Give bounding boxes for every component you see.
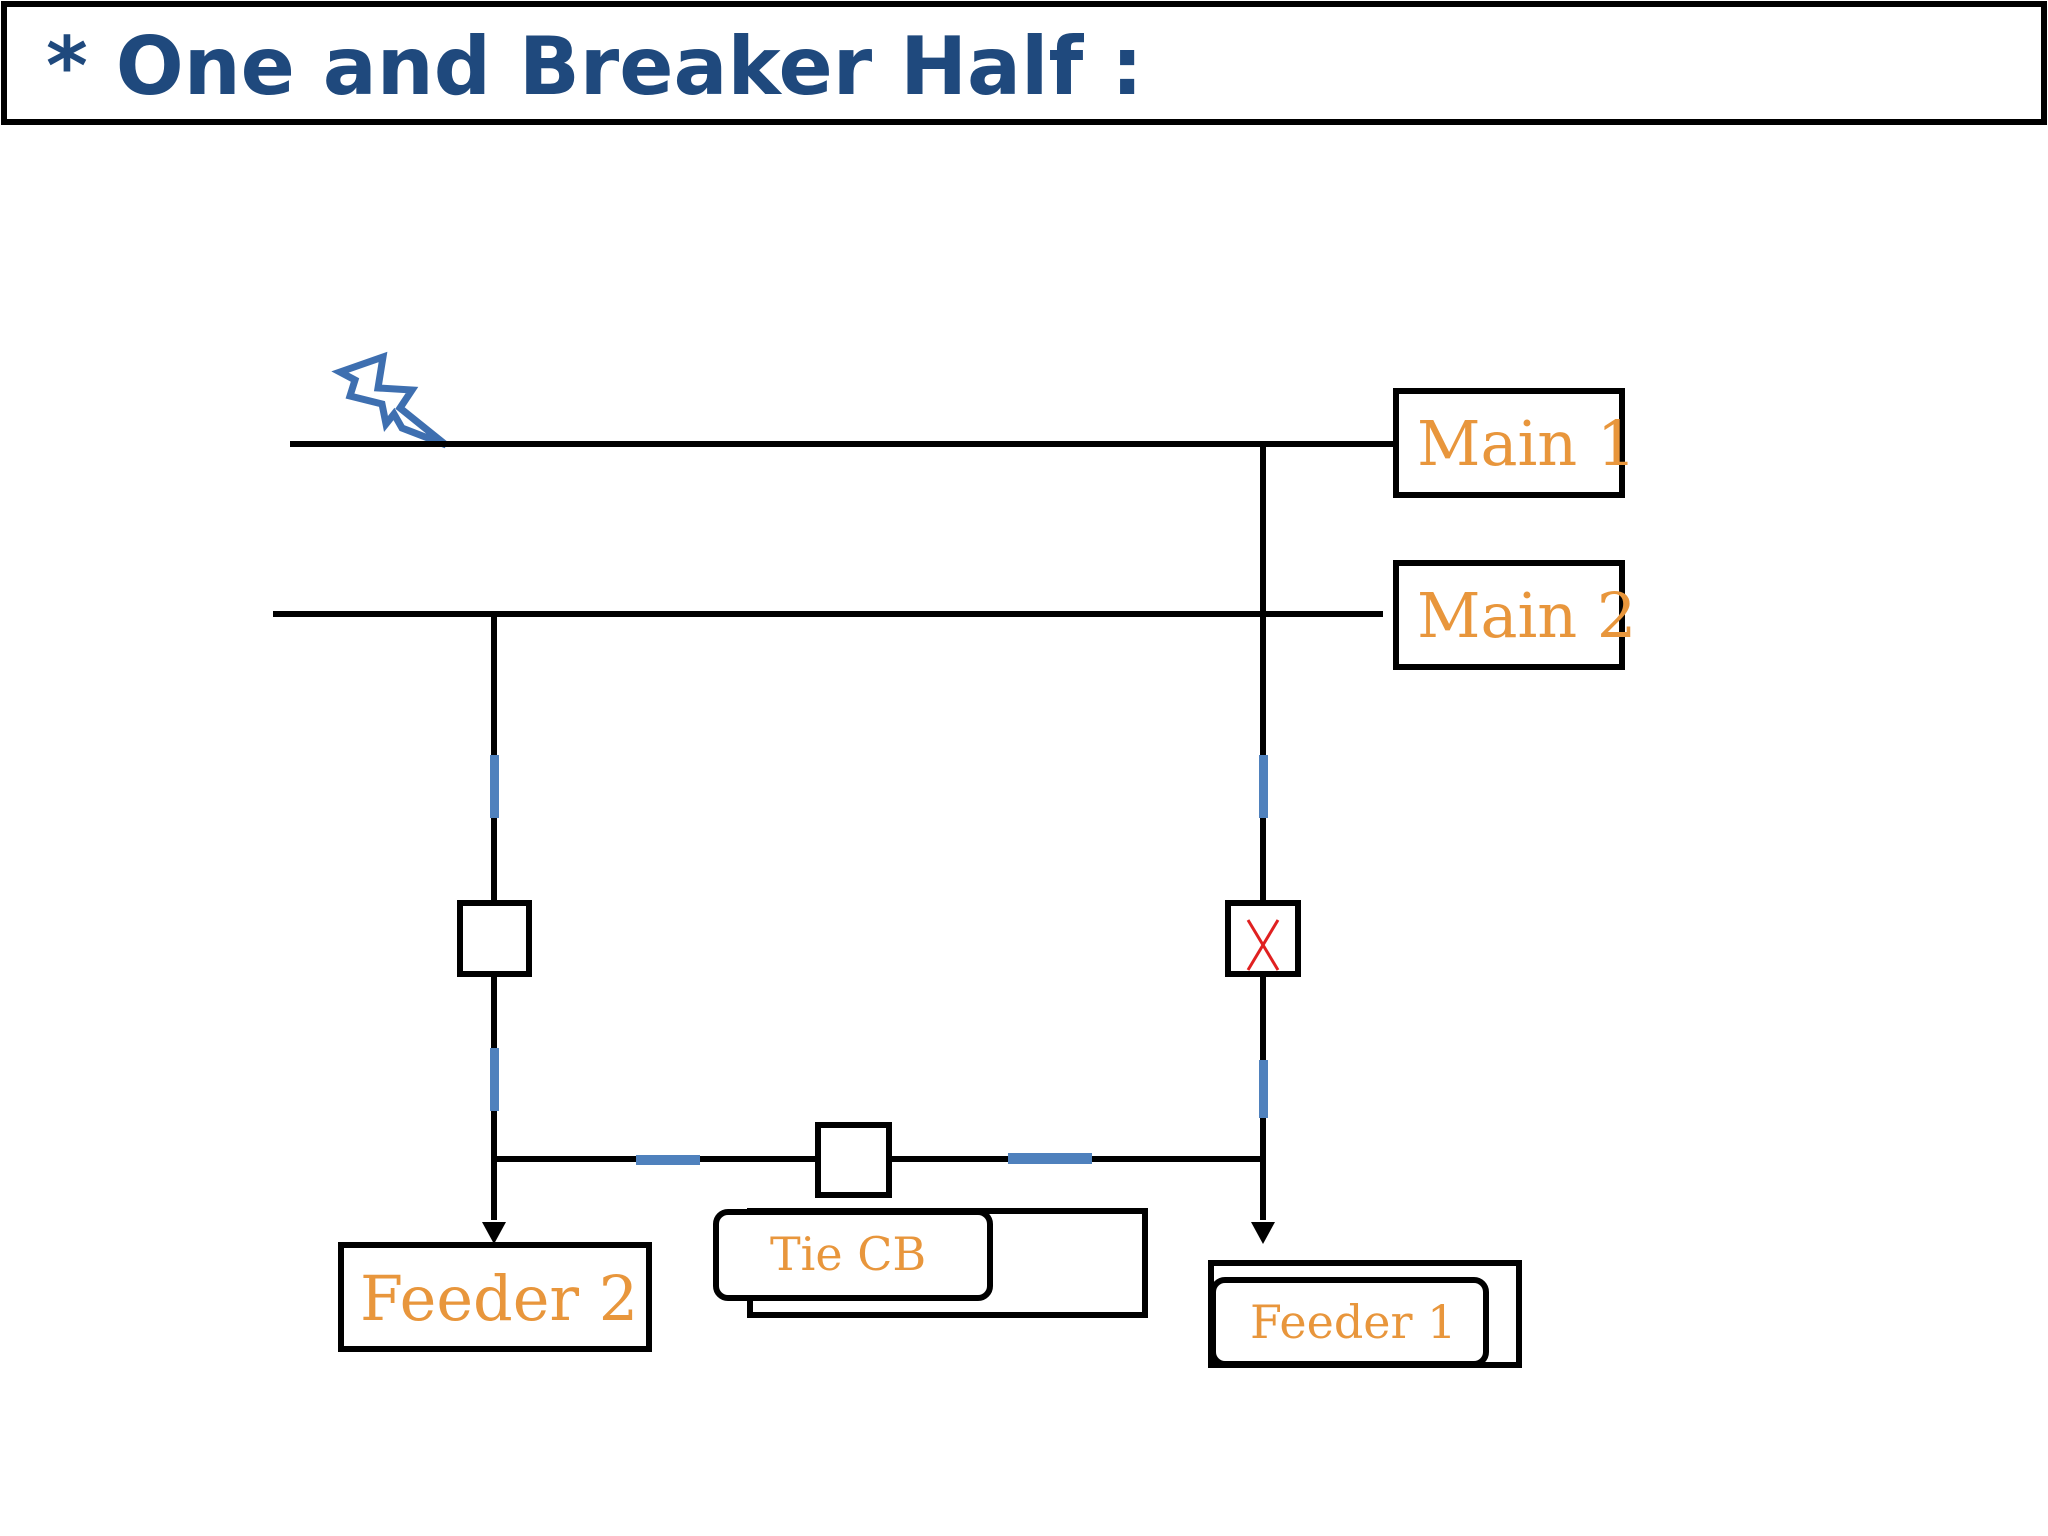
feeder-2-arrow (482, 1222, 506, 1244)
feeder-2-label: Feeder 2 (360, 1262, 638, 1335)
main-1-label: Main 1 (1417, 407, 1636, 480)
feeder-1-arrow (1251, 1222, 1275, 1244)
page-title: * One and Breaker Half : (46, 20, 1143, 113)
main-2-box (1393, 560, 1625, 670)
tie-cb-label: Tie CB (770, 1227, 926, 1281)
tripped-breaker-x-mark (1246, 919, 1280, 971)
feeder-2-box (338, 1242, 652, 1352)
feeder-1-front-box (1210, 1277, 1489, 1367)
current-marker (1259, 1060, 1268, 1118)
current-marker (490, 755, 499, 818)
current-marker (1259, 755, 1268, 818)
current-marker (1008, 1153, 1092, 1164)
current-markers (490, 755, 1268, 1165)
tie-cb-front-box (713, 1209, 993, 1301)
tie-breaker (815, 1122, 892, 1198)
current-marker (636, 1155, 700, 1165)
right-breaker (1225, 900, 1301, 977)
lightning-bolt-icon (331, 351, 449, 449)
feeder-1-label: Feeder 1 (1250, 1295, 1456, 1349)
left-breaker (457, 900, 532, 977)
main-2-label: Main 2 (1417, 579, 1636, 652)
title-frame (1, 1, 2047, 125)
main-1-box (1393, 388, 1625, 498)
current-marker (490, 1048, 499, 1111)
